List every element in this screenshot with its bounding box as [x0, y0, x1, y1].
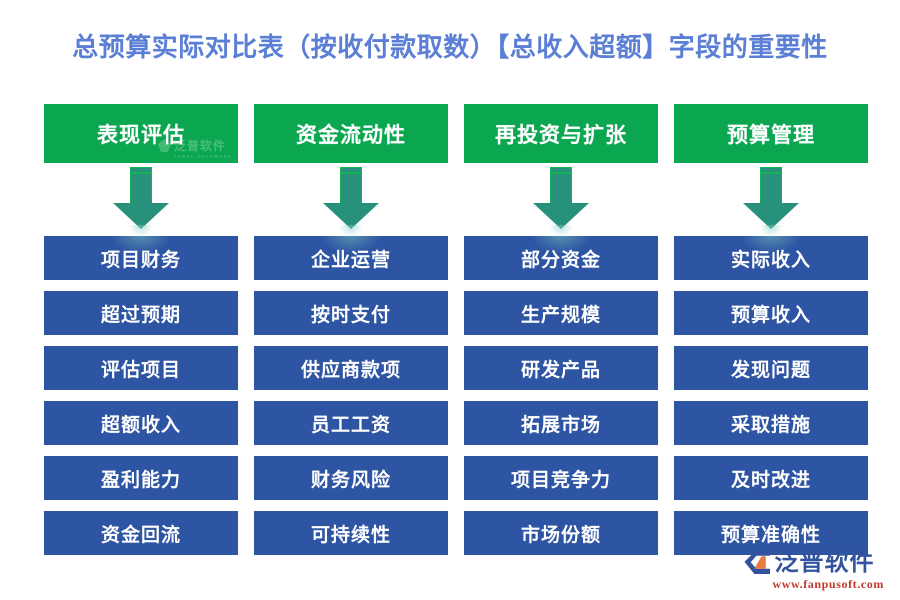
brand-logo: 泛普软件 www.fanpusoft.com [744, 551, 884, 592]
cell-label: 超过预期 [100, 304, 181, 326]
cell-c4-r1[interactable]: 实际收入 [674, 236, 868, 280]
cell-label: 生产规模 [520, 304, 601, 326]
cell-c4-r6[interactable]: 预算准确性 [674, 511, 868, 555]
cell-c4-r3[interactable]: 发现问题 [674, 346, 868, 390]
cell-label: 按时支付 [310, 304, 391, 326]
cell-c1-r4[interactable]: 超额收入 [44, 401, 238, 445]
arrow-zone-3 [464, 163, 658, 237]
column-header-label: 预算管理 [727, 122, 815, 147]
cell-label: 项目财务 [100, 249, 181, 271]
arrow-zone-2 [254, 163, 448, 237]
cell-label: 员工工资 [310, 414, 391, 436]
cell-c3-r4[interactable]: 拓展市场 [464, 401, 658, 445]
cell-c3-r5[interactable]: 项目竞争力 [464, 456, 658, 500]
cell-c1-r3[interactable]: 评估项目 [44, 346, 238, 390]
column-header-2[interactable]: 资金流动性 [254, 104, 448, 163]
cell-c2-r2[interactable]: 按时支付 [254, 291, 448, 335]
cell-label: 预算准确性 [720, 524, 821, 546]
column-3: 再投资与扩张部分资金生产规模研发产品拓展市场项目竞争力市场份额 [464, 104, 658, 555]
cell-c3-r6[interactable]: 市场份额 [464, 511, 658, 555]
cell-c2-r3[interactable]: 供应商款项 [254, 346, 448, 390]
cell-c2-r4[interactable]: 员工工资 [254, 401, 448, 445]
cell-label: 实际收入 [730, 249, 811, 271]
cell-label: 发现问题 [730, 359, 811, 381]
cell-c4-r4[interactable]: 采取措施 [674, 401, 868, 445]
column-4: 预算管理实际收入预算收入发现问题采取措施及时改进预算准确性 [674, 104, 868, 555]
cell-c1-r6[interactable]: 资金回流 [44, 511, 238, 555]
cell-label: 拓展市场 [520, 414, 601, 436]
down-arrow-icon [113, 167, 169, 237]
column-header-label: 资金流动性 [296, 122, 406, 147]
column-header-4[interactable]: 预算管理 [674, 104, 868, 163]
cell-c4-r2[interactable]: 预算收入 [674, 291, 868, 335]
cell-c1-r1[interactable]: 项目财务 [44, 236, 238, 280]
cell-c3-r2[interactable]: 生产规模 [464, 291, 658, 335]
cell-c2-r1[interactable]: 企业运营 [254, 236, 448, 280]
column-header-label: 表现评估 [97, 122, 185, 147]
cell-label: 财务风险 [310, 469, 391, 491]
cell-label: 采取措施 [730, 414, 811, 436]
cell-label: 研发产品 [520, 359, 601, 381]
cell-label: 部分资金 [520, 249, 601, 271]
cell-label: 市场份额 [520, 524, 601, 546]
brand-url: www.fanpusoft.com [772, 577, 884, 591]
cell-c1-r5[interactable]: 盈利能力 [44, 456, 238, 500]
arrow-zone-4 [674, 163, 868, 237]
page-title: 总预算实际对比表（按收付款取数）【总收入超额】字段的重要性 [72, 33, 828, 62]
cell-label: 超额收入 [100, 414, 181, 436]
cell-label: 预算收入 [730, 304, 811, 326]
cell-c3-r3[interactable]: 研发产品 [464, 346, 658, 390]
cell-label: 可持续性 [310, 524, 391, 546]
cell-label: 供应商款项 [300, 359, 401, 381]
cell-label: 及时改进 [730, 469, 811, 491]
cell-c3-r1[interactable]: 部分资金 [464, 236, 658, 280]
cell-c2-r5[interactable]: 财务风险 [254, 456, 448, 500]
arrow-zone-1 [44, 163, 238, 237]
down-arrow-icon [533, 167, 589, 237]
header-watermark-subtitle: FANPU SOFTWARE [173, 154, 232, 159]
column-2: 资金流动性企业运营按时支付供应商款项员工工资财务风险可持续性 [254, 104, 448, 555]
cell-label: 盈利能力 [100, 469, 181, 491]
cell-c4-r5[interactable]: 及时改进 [674, 456, 868, 500]
cell-c2-r6[interactable]: 可持续性 [254, 511, 448, 555]
column-header-label: 再投资与扩张 [495, 122, 627, 147]
cell-c1-r2[interactable]: 超过预期 [44, 291, 238, 335]
cell-label: 资金回流 [100, 524, 181, 546]
cell-label: 评估项目 [100, 359, 181, 381]
down-arrow-icon [743, 167, 799, 237]
cell-label: 项目竞争力 [510, 469, 611, 491]
cell-label: 企业运营 [310, 249, 391, 271]
column-header-3[interactable]: 再投资与扩张 [464, 104, 658, 163]
down-arrow-icon [323, 167, 379, 237]
